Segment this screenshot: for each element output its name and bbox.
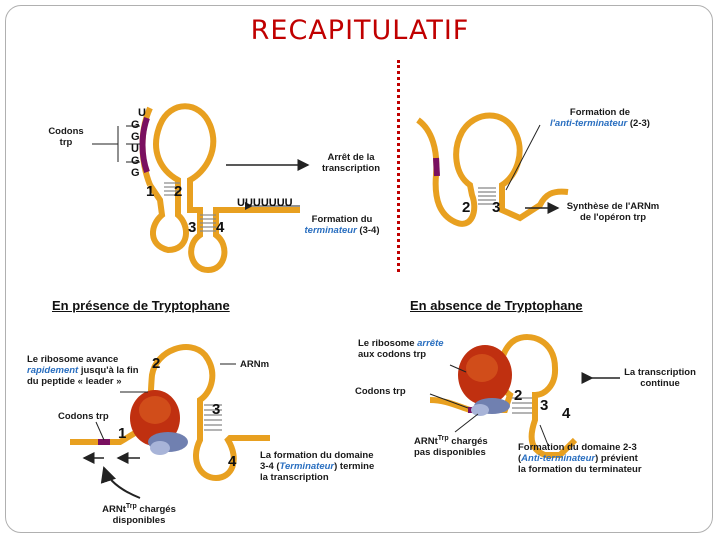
term-label-blue: terminateur xyxy=(304,225,357,236)
transcription-continue-label: La transcription continue xyxy=(622,367,698,389)
trna-label-sup: Trp xyxy=(125,503,137,510)
domain-label-blue: Anti-terminateur xyxy=(521,453,596,464)
domain-label-pre: 3-4 ( xyxy=(260,461,280,472)
domain-label-blue: Terminateur xyxy=(279,461,335,472)
synthese-arnm-label: Synthèse de l'ARNm de l'opéron trp xyxy=(560,201,666,223)
codons-trp-label: Codons trp xyxy=(44,126,88,148)
domain-number-1: 1 xyxy=(118,425,126,442)
domain-label-line: La formation du domaine xyxy=(260,450,374,461)
domain-number-3: 3 xyxy=(492,199,500,216)
formation-label-line: Formation de xyxy=(569,107,631,118)
arret-label-line: Arrêt de la xyxy=(327,152,375,163)
formation-label-blue: l'anti-terminateur xyxy=(550,118,628,129)
domain-label-pre: ( xyxy=(518,453,522,464)
domain-number-2: 2 xyxy=(152,355,160,372)
codon-letter: G xyxy=(131,131,140,143)
domain-label-line: Formation du domaine 2-3 xyxy=(518,442,637,453)
transcription-label-line: continue xyxy=(640,378,680,389)
slide-title: RECAPITULATIF xyxy=(250,15,470,46)
ribosome-label-pre: Le ribosome xyxy=(358,338,418,349)
bottom-left-structure: 1 2 3 4 xyxy=(70,344,270,499)
ribosome-rapide-label: Le ribosome avance rapidement jusqu'à la… xyxy=(27,354,157,387)
domain-number-2: 2 xyxy=(514,387,522,404)
codon-letter: G xyxy=(131,167,140,179)
transcription-label-line: La transcription xyxy=(624,367,696,378)
domain-number-1: 1 xyxy=(146,183,154,200)
bottom-right-structure: 2 3 4 xyxy=(429,334,620,458)
codons-trp-label: Codons trp xyxy=(355,386,406,397)
trna-disponibles-label: ARNtTrp chargés disponibles xyxy=(97,501,181,526)
arnm-label: ARNm xyxy=(240,359,270,370)
codons-trp-label: Codons trp xyxy=(58,411,109,422)
ribosome-arrete-label: Le ribosome arrête aux codons trp xyxy=(358,338,468,360)
codon-letter: U xyxy=(138,107,146,119)
synthese-label-line: Synthèse de l'ARNm xyxy=(566,201,660,212)
top-left-structure: U G G U G G UUUUUUU 1 2 3 4 xyxy=(92,103,310,274)
trna-label-rest: chargés xyxy=(448,436,488,448)
formation-label-rest: (2-3) xyxy=(627,118,650,129)
synthese-label-line: de l'opéron trp xyxy=(579,212,647,223)
ribosome-label-line: du peptide « leader » xyxy=(27,376,122,387)
poly-u-sequence: UUUUUUU xyxy=(237,197,293,209)
codon-letter: G xyxy=(131,155,140,167)
term-label-rest: (3-4) xyxy=(356,225,380,236)
domain-label-post: ) termine xyxy=(334,461,375,472)
domain-label-post: ) prévient xyxy=(595,453,638,464)
trna-label-line: disponibles xyxy=(112,515,166,527)
ribosome-label-line: aux codons trp xyxy=(358,349,427,360)
ribosome-label-blue: rapidement xyxy=(27,365,79,376)
top-right-structure: 2 3 xyxy=(416,112,569,227)
antiterminateur-domain-label: Formation du domaine 2-3 (Anti-terminate… xyxy=(518,442,668,475)
trna-label-line: pas disponibles xyxy=(414,447,486,459)
slide-frame xyxy=(5,5,713,533)
codons-label-line: trp xyxy=(59,137,73,148)
ribosome-label-line: Le ribosome avance xyxy=(27,354,119,365)
domain-label-line: la transcription xyxy=(260,472,329,483)
domain-number-2: 2 xyxy=(462,199,470,216)
domain-number-4: 4 xyxy=(562,405,571,422)
term-label-line: Formation du xyxy=(311,214,373,225)
panel-divider xyxy=(397,60,400,272)
heading-presence-tryptophane: En présence de Tryptophane xyxy=(52,298,230,313)
heading-absence-tryptophane: En absence de Tryptophane xyxy=(410,298,583,313)
trna-label-rest: chargés xyxy=(136,504,176,516)
trna-label-sup: Trp xyxy=(437,435,449,442)
trna-label: ARNt xyxy=(102,504,126,516)
domain-number-3: 3 xyxy=(188,219,196,236)
antiterminateur-formation-label: Formation de l'anti-terminateur (2-3) xyxy=(538,107,662,129)
terminateur-domain-label: La formation du domaine 3-4 (Terminateur… xyxy=(260,450,390,483)
domain-number-3: 3 xyxy=(212,401,220,418)
codons-label-line: Codons xyxy=(48,126,84,137)
domain-number-2: 2 xyxy=(174,183,182,200)
trna-pas-disponibles-label: ARNtTrp chargés pas disponibles xyxy=(414,433,514,458)
arret-label-line: transcription xyxy=(321,163,381,174)
domain-number-4: 4 xyxy=(216,219,225,236)
domain-label-line: la formation du terminateur xyxy=(518,464,642,475)
terminateur-formation-label: Formation du terminateur (3-4) xyxy=(298,214,386,236)
arret-transcription-label: Arrêt de la transcription xyxy=(318,152,384,174)
codon-letter: U xyxy=(131,143,139,155)
codon-letter: G xyxy=(131,119,140,131)
ribosome-label-rest: jusqu'à la fin xyxy=(78,365,139,376)
domain-number-3: 3 xyxy=(540,397,548,414)
codon-arc-highlight xyxy=(139,117,150,173)
ribosome-label-blue: arrête xyxy=(417,338,444,349)
trna-label: ARNt xyxy=(414,436,438,448)
domain-number-4: 4 xyxy=(228,453,237,470)
